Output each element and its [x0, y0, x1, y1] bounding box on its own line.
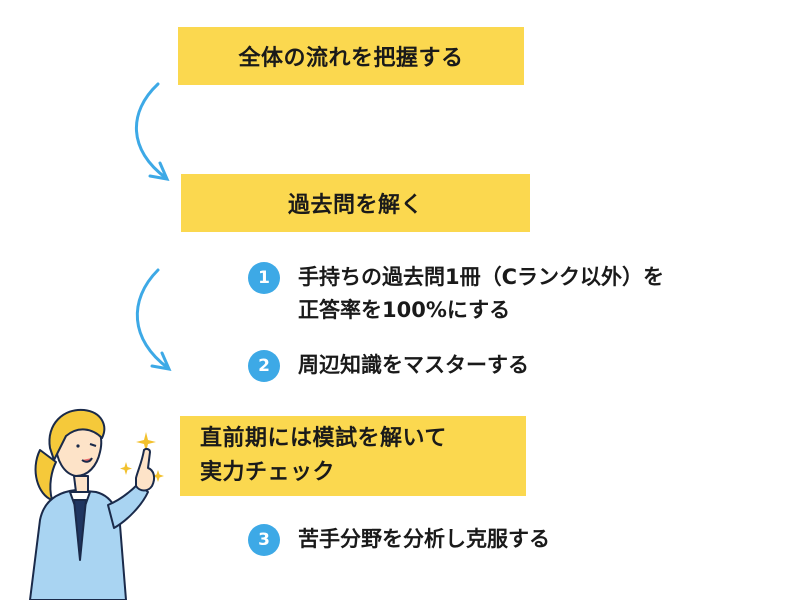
- curved-arrow-icon: [135, 268, 172, 371]
- flow-step-label: 全体の流れを把握する: [238, 46, 464, 71]
- step-number-badge: 1: [248, 262, 280, 294]
- substep-item: 2 周辺知識をマスターする: [248, 349, 529, 382]
- woman-pointing-illustration: [29, 408, 156, 600]
- flow-step-label: 実力チェック: [200, 460, 336, 485]
- flow-step-box: 直前期には模試を解いて 実力チェック: [180, 416, 526, 496]
- substep-item: 1 手持ちの過去問1冊（Cランク以外）を 正答率を100%にする: [248, 261, 788, 327]
- substep-text: 周辺知識をマスターする: [298, 353, 529, 377]
- step-number-badge: 2: [248, 350, 280, 382]
- substep-text: 正答率を100%にする: [298, 298, 511, 322]
- substep-item: 3 苦手分野を分析し克服する: [248, 523, 550, 556]
- substep-text: 手持ちの過去問1冊（Cランク以外）を: [298, 265, 665, 289]
- substep-text: 苦手分野を分析し克服する: [298, 527, 550, 551]
- curved-arrow-icon: [135, 82, 170, 181]
- flow-step-box: 過去問を解く: [181, 174, 530, 232]
- flow-step-box: 全体の流れを把握する: [178, 27, 524, 85]
- flow-step-label: 過去問を解く: [287, 193, 423, 218]
- sparkle-icon: [120, 432, 164, 482]
- step-number-badge: 3: [248, 524, 280, 556]
- flow-step-label: 直前期には模試を解いて: [200, 426, 447, 451]
